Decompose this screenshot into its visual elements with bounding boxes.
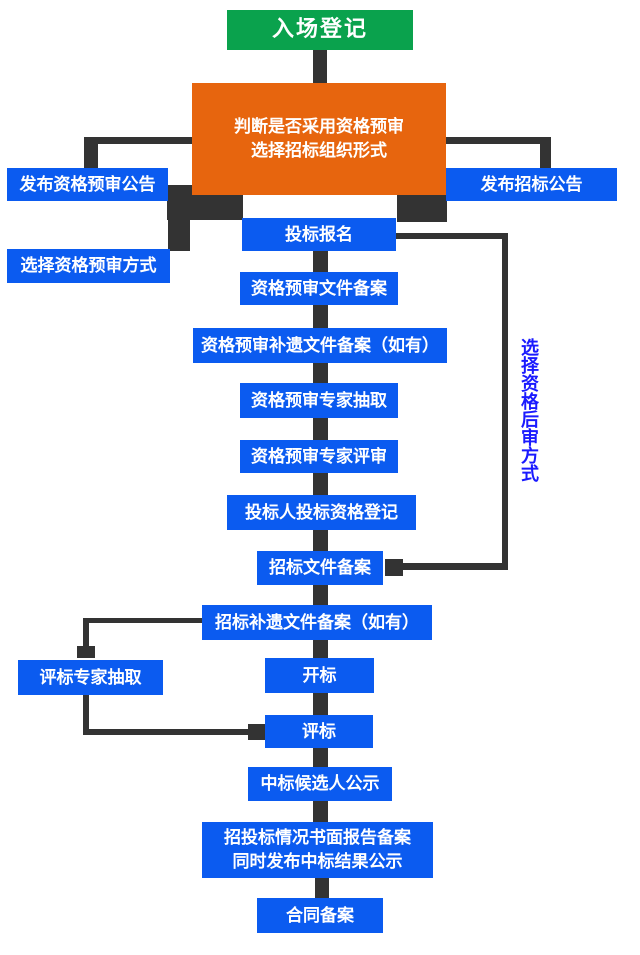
connector-evaldraw-out-horizontal [83,729,253,735]
node-publish-prequal-notice: 发布资格预审公告 [7,168,168,201]
connector-bar-12 [315,878,329,898]
connector-evaldraw-down-vertical [83,618,89,648]
connector-bar-11 [313,801,328,822]
node-entry-registration-label: 入场登记 [271,17,368,42]
connector-bar-6 [313,529,328,551]
connector-prequal-elbow-vertical [168,189,190,251]
node-choose-prequal-method: 选择资格预审方式 [7,249,170,283]
node-bid-signup-label: 投标报名 [285,224,353,245]
connector-bidsignup-right-horizontal [396,233,508,239]
node-bidder-qualification-registration: 投标人投标资格登记 [227,495,416,530]
node-bid-opening: 开标 [265,658,374,693]
connector-bar-8 [313,640,328,658]
node-bid-evaluation: 评标 [265,715,373,748]
connector-bar-10 [313,748,328,767]
node-prequal-supplement-filing-label: 资格预审补遗文件备案（如有） [201,335,439,356]
connector-tendernotice-to-bidsignup [397,195,447,222]
connector-decision-right-horizontal [446,137,545,144]
node-report-filing-line2: 同时发布中标结果公示 [232,852,403,872]
node-eval-expert-draw: 评标专家抽取 [18,660,163,695]
node-publish-tender-notice-label: 发布招标公告 [480,174,583,195]
postqual-method-vertical-label: 选择资格后审方式 [518,338,539,482]
node-contract-filing-label: 合同备案 [286,905,354,926]
node-prequal-expert-draw-label: 资格预审专家抽取 [251,390,387,411]
node-prequal-doc-filing-label: 资格预审文件备案 [251,278,387,299]
node-prequal-supplement-filing: 资格预审补遗文件备案（如有） [193,328,447,363]
node-winner-candidate-publicity-label: 中标候选人公示 [260,774,380,794]
connector-suppfiling-left-horizontal [83,618,202,623]
arrowhead-into-eval-expert-draw [77,646,95,658]
node-prequal-doc-filing: 资格预审文件备案 [240,272,398,305]
node-publish-tender-notice: 发布招标公告 [446,168,617,201]
node-prequal-expert-review: 资格预审专家评审 [240,440,398,473]
node-tender-supplement-filing-label: 招标补遗文件备案（如有） [215,612,419,633]
connector-decision-right-stub [540,137,551,168]
node-eval-expert-draw-label: 评标专家抽取 [39,667,142,688]
node-bid-signup: 投标报名 [242,218,396,251]
connector-decision-left-horizontal [88,137,192,144]
connector-postqual-vertical-line [502,233,508,570]
connector-bar-7 [313,585,328,605]
node-tender-doc-filing: 招标文件备案 [257,551,383,585]
connector-entry-to-decision [313,50,327,83]
node-tender-doc-filing-label: 招标文件备案 [269,558,371,578]
node-publish-prequal-notice-label: 发布资格预审公告 [19,174,156,195]
node-decision-line2: 选择招标组织形式 [251,141,387,161]
connector-bar-1 [313,251,328,272]
node-winner-candidate-publicity: 中标候选人公示 [248,767,392,801]
connector-decision-left-stub [84,137,98,168]
connector-bar-3 [313,363,328,383]
node-report-filing-line1: 招投标情况书面报告备案 [224,828,411,848]
node-entry-registration: 入场登记 [227,10,413,50]
connector-bar-9 [313,693,328,715]
arrowhead-into-bid-eval [248,724,267,740]
node-tender-supplement-filing: 招标补遗文件备案（如有） [202,605,432,640]
node-prequal-expert-draw: 资格预审专家抽取 [240,383,398,418]
node-bidder-qualification-registration-label: 投标人投标资格登记 [245,502,398,523]
arrowhead-into-tender-doc-filing [385,559,403,576]
node-bid-evaluation-label: 评标 [302,721,336,742]
node-contract-filing: 合同备案 [257,898,383,933]
node-decision-prequalification: 判断是否采用资格预审 选择招标组织形式 [192,83,446,195]
node-report-filing: 招投标情况书面报告备案 同时发布中标结果公示 [202,822,433,878]
node-choose-prequal-method-label: 选择资格预审方式 [20,256,157,276]
connector-bar-2 [313,305,328,328]
node-bid-opening-label: 开标 [302,665,337,686]
node-decision-line1: 判断是否采用资格预审 [234,117,404,137]
connector-postqual-bottom-horizontal [401,563,508,570]
node-prequal-expert-review-label: 资格预审专家评审 [251,446,387,467]
connector-evaldraw-out-vertical [83,695,89,735]
connector-bar-4 [313,418,328,440]
connector-bar-5 [313,473,328,495]
